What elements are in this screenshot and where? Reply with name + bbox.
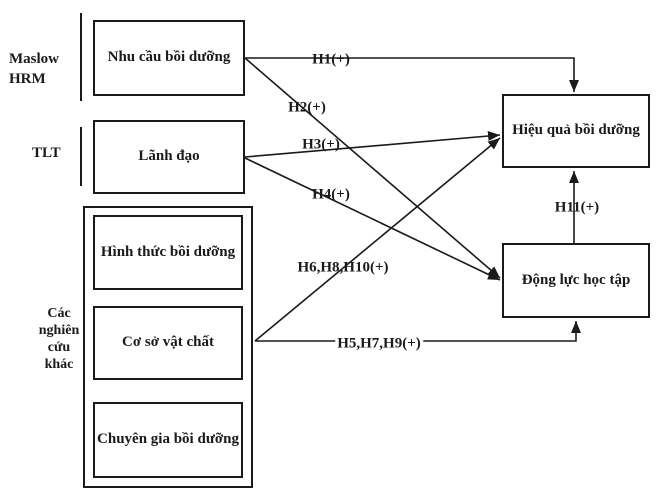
box-lanh-dao: Lãnh đạo [93,120,245,194]
side-label-cac-nghien-cuu-khac: Các nghiên cứu khác [38,306,80,372]
arrow-h1 [245,57,579,92]
box-nhu-cau-boi-duong: Nhu cầu bồi dưỡng [93,20,245,96]
box-dong-luc-hoc-tap: Động lực học tập [502,243,650,318]
edge-label-h3: H3(+) [302,136,340,153]
arrow-h6-h8-h10 [254,137,501,342]
edge-label-h2: H2(+) [288,99,326,116]
edge-label-h11: H11(+) [554,199,600,216]
arrow-h2 [244,57,501,279]
box-hieu-qua-boi-duong: Hiệu quả bồi dưỡng [502,94,650,168]
side-label-tlt: TLT [32,145,61,161]
edge-label-h1: H1(+) [312,51,350,68]
box-hinh-thuc-boi-duong: Hình thức bồi dưỡng [93,215,243,290]
edge-label-h5-h7-h9: H5,H7,H9(+) [335,335,423,353]
box-chuyen-gia-boi-duong: Chuyên gia bồi dưỡng [93,402,243,478]
edge-label-h6-h8-h10: H6,H8,H10(+) [297,259,389,276]
arrow-h4 [244,157,501,281]
box-co-so-vat-chat: Cơ sở vật chất [93,306,243,380]
edge-label-h4: H4(+) [312,186,350,203]
arrow-h3 [244,131,501,158]
side-label-maslow-hrm: Maslow HRM [9,51,59,87]
